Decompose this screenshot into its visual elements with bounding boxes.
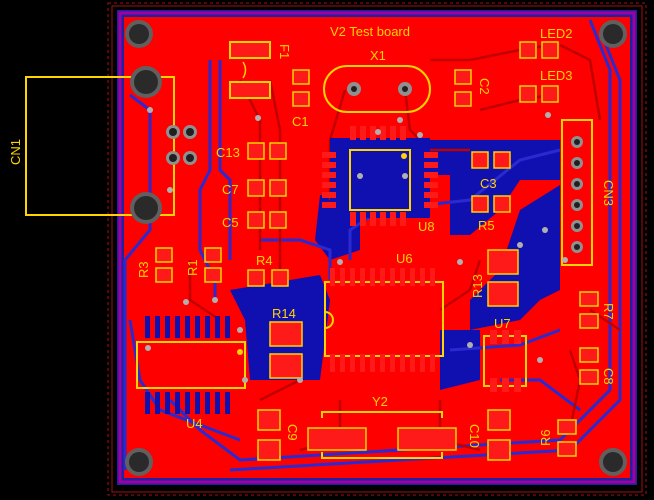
- label-u7: U7: [494, 316, 511, 331]
- r14-resistor[interactable]: [269, 321, 303, 379]
- label-c1: C1: [292, 114, 309, 129]
- u7-chip[interactable]: [483, 330, 527, 392]
- board-outline-inner: [111, 5, 643, 493]
- label-r13: R13: [470, 274, 485, 298]
- c1-capacitor[interactable]: [292, 69, 310, 107]
- r1-resistor[interactable]: [204, 247, 222, 283]
- mounting-holes: [125, 20, 627, 476]
- label-c2: C2: [477, 78, 492, 95]
- label-r5: R5: [478, 218, 495, 233]
- c5-capacitor[interactable]: [247, 211, 287, 229]
- cn3-header[interactable]: [561, 119, 593, 266]
- u6-chip[interactable]: [324, 268, 444, 372]
- led2[interactable]: [519, 41, 559, 59]
- vias: [145, 107, 568, 383]
- c3-capacitor[interactable]: [471, 151, 511, 169]
- label-led2: LED2: [540, 26, 573, 41]
- u8-chip[interactable]: [322, 126, 438, 226]
- keepout-ring: [118, 11, 636, 484]
- label-led3: LED3: [540, 68, 573, 83]
- label-cn3: CN3: [601, 180, 616, 206]
- label-r1: R1: [185, 259, 200, 276]
- label-r6: R6: [538, 429, 553, 446]
- c9-capacitor[interactable]: [257, 409, 281, 461]
- label-r4: R4: [256, 253, 273, 268]
- label-r7: R7: [601, 303, 616, 320]
- c13-capacitor[interactable]: [247, 142, 287, 160]
- label-c13: C13: [216, 145, 240, 160]
- label-r3: R3: [136, 261, 151, 278]
- label-f1: F1: [277, 44, 292, 59]
- u4-chip[interactable]: [136, 316, 246, 414]
- y2-crystal[interactable]: [307, 411, 457, 459]
- bottom-copper-region-u8: [430, 140, 560, 235]
- label-c10: C10: [467, 424, 482, 448]
- board-title: V2 Test board: [330, 24, 410, 39]
- x1-crystal[interactable]: [323, 65, 431, 113]
- label-c5: C5: [222, 215, 239, 230]
- cn1-connector[interactable]: [25, 66, 197, 224]
- r4-resistor[interactable]: [247, 269, 289, 287]
- r5-resistor[interactable]: [471, 195, 511, 213]
- r13-resistor[interactable]: [487, 249, 519, 307]
- c8-capacitor[interactable]: [579, 347, 599, 385]
- label-r14: R14: [272, 306, 296, 321]
- label-u4: U4: [186, 416, 203, 431]
- r3-resistor[interactable]: [155, 247, 173, 283]
- f1-fuse[interactable]: [229, 41, 271, 99]
- label-c8: C8: [601, 368, 616, 385]
- label-c3: C3: [480, 176, 497, 191]
- c2-capacitor[interactable]: [454, 69, 472, 107]
- label-c9: C9: [285, 424, 300, 441]
- r6-resistor[interactable]: [557, 419, 577, 457]
- board-outline: [107, 2, 647, 496]
- r7-resistor[interactable]: [579, 291, 599, 329]
- led3[interactable]: [519, 85, 559, 103]
- label-u6: U6: [396, 251, 413, 266]
- label-y2: Y2: [372, 394, 388, 409]
- label-u8: U8: [418, 219, 435, 234]
- label-x1: X1: [370, 48, 386, 63]
- c10-capacitor[interactable]: [487, 409, 511, 461]
- label-cn1: CN1: [8, 139, 23, 165]
- c7-capacitor[interactable]: [247, 179, 287, 197]
- label-c7: C7: [222, 182, 239, 197]
- bottom-copper-region-lower: [440, 330, 480, 390]
